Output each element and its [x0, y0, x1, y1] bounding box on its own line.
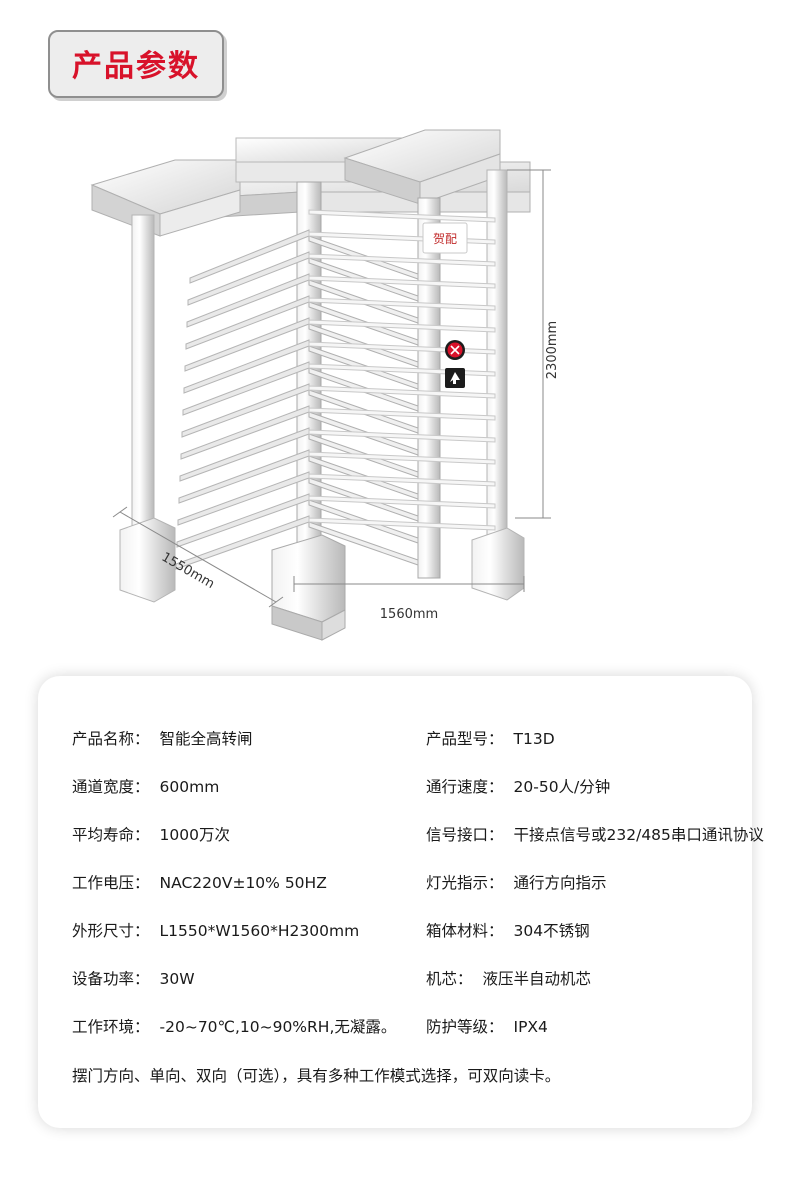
spec-label: 机芯：: [426, 970, 473, 988]
spec-label: 工作电压：: [72, 874, 150, 892]
spec-value: L1550*W1560*H2300mm: [159, 922, 360, 940]
spec-card: 产品名称： 智能全高转闸 产品型号： T13D 通道宽度： 600mm 通行速度…: [38, 676, 764, 1128]
spec-cell-power: 设备功率： 30W: [38, 967, 398, 989]
spec-cell-protection-rating: 防护等级： IPX4: [398, 1015, 752, 1037]
spec-cell-product-model: 产品型号： T13D: [398, 727, 752, 749]
spec-label: 平均寿命：: [72, 826, 150, 844]
spec-cell-channel-width: 通道宽度： 600mm: [38, 775, 398, 797]
table-row: 工作环境： -20~70℃,10~90%RH,无凝露。 防护等级： IPX4: [38, 1002, 752, 1050]
page-title-wrap: 产品参数: [48, 30, 224, 98]
spec-label: 外形尺寸：: [72, 922, 150, 940]
spec-label: 产品型号：: [426, 730, 504, 748]
spec-label: 设备功率：: [72, 970, 150, 988]
table-row: 平均寿命： 1000万次 信号接口： 干接点信号或232/485串口通讯协议: [38, 810, 764, 858]
spec-cell-voltage: 工作电压： NAC220V±10% 50HZ: [38, 871, 398, 893]
brand-logo-plate: 贺配: [422, 222, 468, 254]
spec-value: 30W: [159, 970, 195, 988]
spec-value: NAC220V±10% 50HZ: [159, 874, 327, 892]
dimension-width: 1560mm: [380, 607, 438, 622]
spec-label: 防护等级：: [426, 1018, 504, 1036]
spec-value: 通行方向指示: [513, 874, 607, 892]
spec-value: T13D: [513, 730, 555, 748]
spec-value: -20~70℃,10~90%RH,无凝露。: [159, 1018, 397, 1036]
spec-label: 工作环境：: [72, 1018, 150, 1036]
spec-label: 产品名称：: [72, 730, 150, 748]
spec-label: 通行速度：: [426, 778, 504, 796]
spec-table: 产品名称： 智能全高转闸 产品型号： T13D 通道宽度： 600mm 通行速度…: [38, 706, 764, 1050]
spec-value: 600mm: [159, 778, 220, 796]
spec-label: 信号接口：: [426, 826, 504, 844]
spec-cell-housing-material: 箱体材料： 304不锈钢: [398, 919, 752, 941]
spec-label: 灯光指示：: [426, 874, 504, 892]
spec-cell-signal-interface: 信号接口： 干接点信号或232/485串口通讯协议: [398, 823, 764, 845]
spec-value: IPX4: [513, 1018, 548, 1036]
spec-value: 1000万次: [159, 826, 230, 844]
table-row: 设备功率： 30W 机芯： 液压半自动机芯: [38, 954, 752, 1002]
spec-value: 液压半自动机芯: [482, 970, 592, 988]
spec-cell-dimensions: 外形尺寸： L1550*W1560*H2300mm: [38, 919, 398, 941]
spec-note: 摆门方向、单向、双向（可选），具有多种工作模式选择，可双向读卡。: [72, 1067, 561, 1085]
table-row: 产品名称： 智能全高转闸 产品型号： T13D: [38, 714, 752, 762]
svg-text:贺配: 贺配: [433, 232, 457, 246]
spec-cell-environment: 工作环境： -20~70℃,10~90%RH,无凝露。: [38, 1015, 398, 1037]
pass-arrow-icon: [445, 368, 465, 388]
spec-value: 智能全高转闸: [159, 730, 253, 748]
table-row: 工作电压： NAC220V±10% 50HZ 灯光指示： 通行方向指示: [38, 858, 752, 906]
spec-value: 304不锈钢: [513, 922, 590, 940]
spec-label: 箱体材料：: [426, 922, 504, 940]
table-row: 外形尺寸： L1550*W1560*H2300mm 箱体材料： 304不锈钢: [38, 906, 752, 954]
spec-cell-product-name: 产品名称： 智能全高转闸: [38, 727, 398, 749]
page-title-badge: 产品参数: [48, 30, 224, 98]
spec-label: 通道宽度：: [72, 778, 150, 796]
page-title: 产品参数: [72, 49, 200, 84]
spec-cell-throughput: 通行速度： 20-50人/分钟: [398, 775, 752, 797]
spec-cell-light-indication: 灯光指示： 通行方向指示: [398, 871, 752, 893]
dimension-height: 2300mm: [545, 321, 560, 379]
spec-value: 干接点信号或232/485串口通讯协议: [513, 826, 764, 844]
spec-value: 20-50人/分钟: [513, 778, 611, 796]
table-row: 通道宽度： 600mm 通行速度： 20-50人/分钟: [38, 762, 752, 810]
spec-cell-movement: 机芯： 液压半自动机芯: [398, 967, 752, 989]
spec-cell-lifespan: 平均寿命： 1000万次: [38, 823, 398, 845]
stop-icon: [445, 340, 465, 360]
product-illustration: 贺配 2300mm 1560mm: [0, 110, 790, 655]
